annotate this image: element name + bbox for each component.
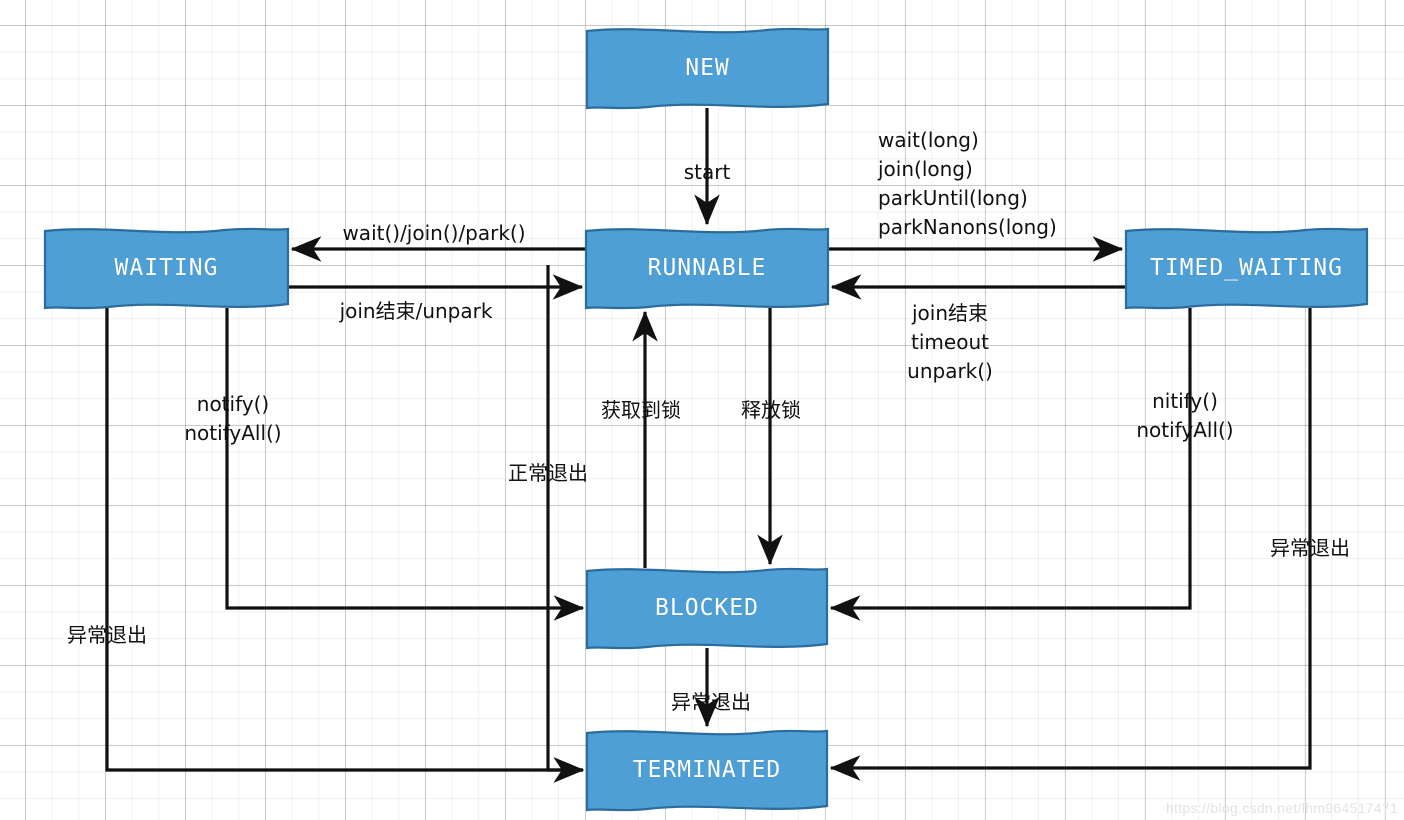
- edge-label-timed-notify: nitify() notifyAll(): [1136, 389, 1234, 442]
- watermark: https://blog.csdn.net/lhm964517471: [1165, 800, 1398, 816]
- node-shape-runnable[interactable]: [584, 227, 830, 310]
- edge-label-abnormal-exit-right: 异常退出: [1270, 536, 1350, 560]
- edge-label-timed-entry-calls: wait(long) join(long) parkUntil(long) pa…: [878, 128, 1057, 239]
- node-shape-waiting[interactable]: [43, 227, 290, 310]
- edge-label-normal-exit: 正常退出: [508, 461, 588, 485]
- edge-timed-waiting-to-terminated: [829, 308, 1312, 781]
- edge-waiting-to-terminated: [105, 308, 585, 783]
- node-shape-terminated[interactable]: [585, 729, 829, 812]
- edge-waiting-to-blocked: [225, 308, 585, 621]
- edge-label-wait-join-park: wait()/join()/park(): [342, 221, 526, 245]
- edge-label-join-end-unpark: join结束/unpark: [339, 299, 493, 323]
- node-shape-new[interactable]: [585, 27, 830, 110]
- node-shape-blocked[interactable]: [585, 567, 829, 650]
- edge-timed-waiting-to-blocked: [829, 308, 1192, 621]
- edge-label-waiting-notify: notify() notifyAll(): [184, 392, 282, 445]
- edge-label-start: start: [683, 160, 731, 184]
- node-shape-timed-waiting[interactable]: [1124, 227, 1369, 310]
- edge-paths: [105, 108, 1312, 783]
- edge-label-abnormal-exit-blocked: 异常退出: [671, 690, 751, 714]
- edge-label-release-lock: 释放锁: [741, 398, 801, 422]
- edge-label-abnormal-exit-left: 异常退出: [67, 623, 147, 647]
- edge-label-acquire-lock: 获取到锁: [601, 398, 681, 422]
- edge-label-timed-exit-calls: join结束 timeout unpark(): [907, 301, 993, 383]
